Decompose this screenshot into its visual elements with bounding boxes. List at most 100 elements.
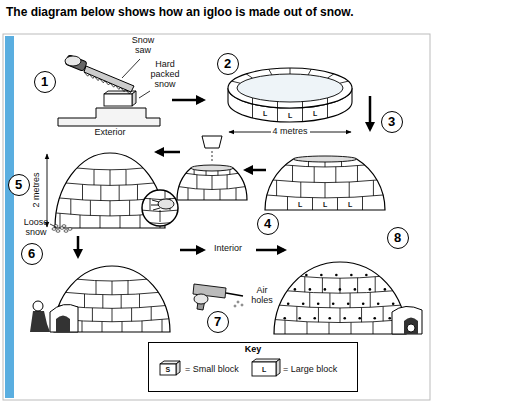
block-joint [349,182,350,197]
dimension-line [47,154,48,227]
block-joint [139,294,140,308]
block-joint [269,69,272,75]
dome-outline [265,159,385,210]
block-joint [304,277,305,292]
block-joint [373,322,374,334]
block-joint [276,180,277,196]
block-joint [188,188,189,200]
block-joint [60,213,61,228]
block-joint [140,215,141,228]
dimension-label: 2 metres [31,172,41,207]
air-hole [384,288,387,291]
saw-teeth [84,72,131,94]
flow-arrow [77,236,80,256]
block-joint [82,184,83,199]
block-joint [96,281,97,295]
key-block-drop [212,151,213,162]
entrance-tunnel [392,306,422,334]
key-box: Key = Small block = Large block [148,342,358,392]
block-joint [327,104,328,118]
ring-inside [237,74,343,102]
block-joint [70,199,71,214]
block-joint [373,180,374,196]
block-size-letter: L [348,201,352,208]
callout-number: 7 [207,311,229,333]
doorway [404,318,418,335]
callout-number: 5 [8,174,30,196]
block-joint [340,308,341,323]
block-course [280,305,401,308]
block-joint [337,198,338,210]
legend-swatch [252,359,280,376]
block-size-letter: S [166,366,171,373]
person-body [30,311,50,332]
dome-outline [274,262,406,334]
block-joint [82,321,83,332]
block-joint [325,183,326,198]
block-side [176,361,180,375]
block-joint [151,307,152,320]
loose-snow [62,225,66,228]
dome-opening [293,156,356,162]
loose-snow [64,230,68,233]
legend-text: = Small block [185,365,239,375]
block-joint [112,281,113,295]
air-hole [324,288,327,291]
block-joint [122,322,123,332]
block-ring [228,68,352,122]
block-size-letter: L [263,110,267,117]
key-heading: Key [149,345,357,355]
block-joint [277,102,278,108]
igloo-walls [265,156,385,210]
air-hole [294,288,297,291]
block-joint [300,182,301,197]
air-hole [343,317,346,320]
block-joint [129,200,130,215]
block-joint [126,169,127,185]
block-size-letter: L [323,201,327,208]
block-joint [137,184,138,199]
block-joint [277,108,278,122]
block-joint [80,215,81,228]
air-hole [335,274,338,277]
air-hole [328,317,331,320]
block-joint [318,308,319,323]
block-joint [302,102,303,108]
magnified-wall [140,186,180,224]
block-joint [236,188,237,200]
block-course [140,198,180,200]
block-joint [196,175,197,189]
block-joint [357,166,358,182]
legend-text: = Large block [283,365,337,375]
callout-number: 2 [217,53,239,75]
block-joint [307,322,308,334]
air-hole [362,303,365,306]
igloo-finished [274,262,406,334]
block-joint [327,98,328,104]
block-side [132,91,136,106]
block-joint [162,319,163,332]
air-hole [313,317,316,320]
callout-number: 6 [21,243,43,265]
drill-bit [226,293,243,296]
hand [65,56,81,66]
block-size-letter: L [262,366,266,373]
block-joint [119,185,120,200]
block-joint [160,210,161,222]
block-joint [212,176,213,190]
block-size-letter: L [288,112,292,119]
flow-arrow [180,249,203,252]
block-joint [296,307,297,322]
stage-label: Exterior [94,128,125,138]
block-joint [90,200,91,215]
block-joint [110,201,111,216]
block-joint [329,293,330,308]
block-joint [312,198,313,210]
loose-snow [68,228,72,231]
air-hole [388,317,391,320]
callout-number: 1 [34,71,56,93]
block-joint [165,186,166,198]
block-joint [94,169,95,185]
air-hole [287,303,290,306]
block-joint [357,278,358,293]
